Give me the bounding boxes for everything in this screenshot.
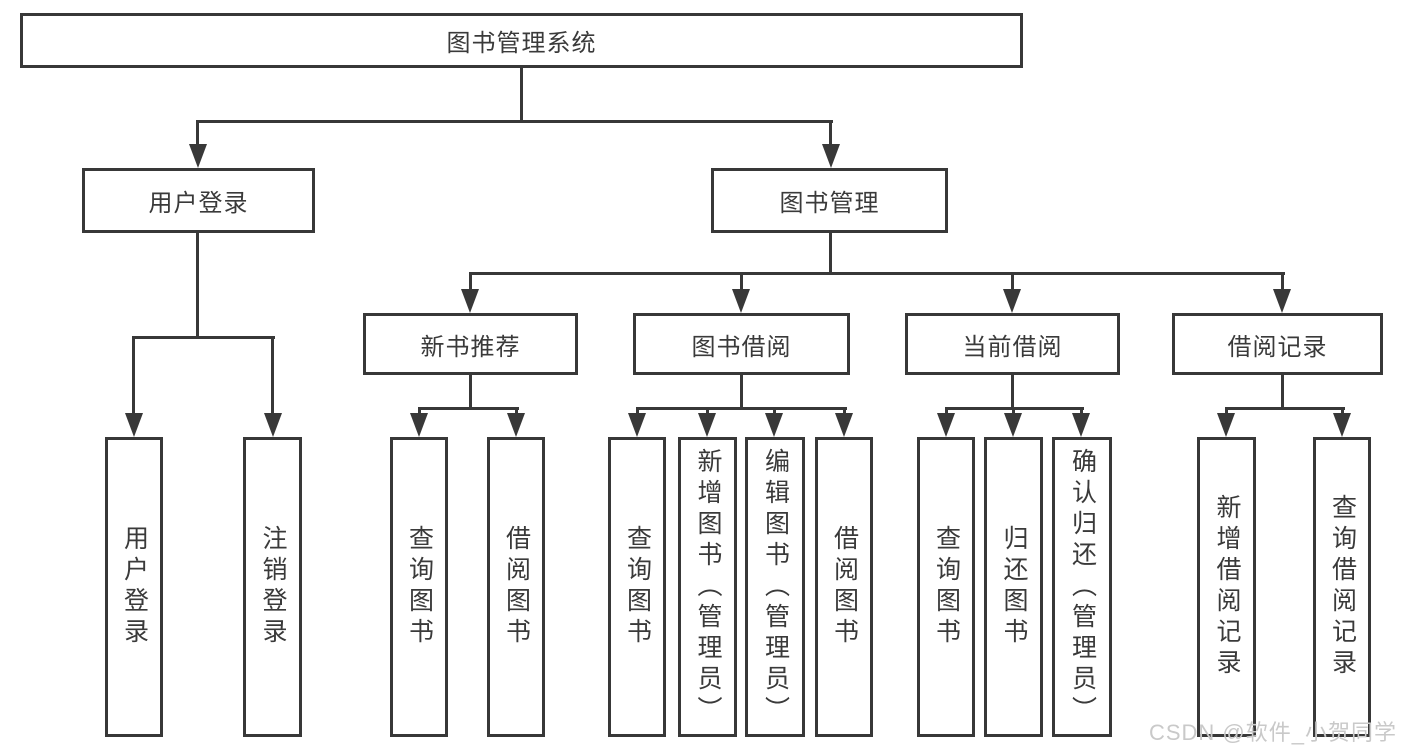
connector-line (132, 336, 135, 416)
leaf-logout: 注销登录 (243, 437, 302, 737)
node-label: 图书借阅 (691, 333, 792, 361)
connector-line (196, 120, 199, 148)
node-label: 图书管理 (779, 190, 880, 217)
node-label: 用户登录 (148, 190, 249, 217)
connector-line (1281, 272, 1284, 291)
leaf-borrow-books-recommend: 借阅图书 (487, 437, 545, 737)
node-borrowing-records: 借阅记录 (1172, 313, 1383, 375)
node-root-system: 图书管理系统 (20, 13, 1023, 68)
arrowhead-down-icon (628, 413, 646, 437)
node-book-borrowing: 图书借阅 (633, 313, 850, 375)
leaf-label: 新增借阅记录 (1213, 494, 1241, 680)
arrowhead-down-icon (1004, 413, 1022, 437)
leaf-add-books-admin: 新增图书（管理员） (678, 437, 737, 737)
leaf-user-login: 用户登录 (105, 437, 163, 737)
connector-line (1012, 407, 1015, 415)
connector-line (1080, 407, 1083, 415)
connector-line (520, 66, 523, 122)
connector-line (636, 407, 847, 410)
arrowhead-down-icon (765, 413, 783, 437)
leaf-label: 编辑图书（管理员） (761, 447, 790, 727)
connector-line (133, 336, 275, 339)
connector-line (945, 407, 948, 415)
leaf-label: 用户登录 (120, 525, 149, 649)
arrowhead-down-icon (698, 413, 716, 437)
arrowhead-down-icon (461, 289, 479, 313)
connector-line (636, 407, 639, 415)
csdn-watermark: CSDN @软件_小贺同学 (1148, 720, 1397, 745)
node-new-book-recommend: 新书推荐 (363, 313, 578, 375)
arrowhead-down-icon (1217, 413, 1235, 437)
leaf-borrow-books: 借阅图书 (815, 437, 873, 737)
connector-line (1341, 407, 1344, 415)
leaf-label: 归还图书 (1000, 525, 1028, 649)
leaf-label: 查询图书 (623, 525, 652, 649)
connector-line (469, 272, 472, 291)
connector-line (469, 375, 472, 410)
connector-line (271, 336, 274, 416)
arrowhead-down-icon (1072, 413, 1090, 437)
arrowhead-down-icon (1003, 289, 1021, 313)
node-label: 借阅记录 (1227, 333, 1328, 361)
connector-line (829, 120, 832, 148)
arrowhead-down-icon (189, 144, 207, 168)
node-label: 新书推荐 (420, 333, 521, 361)
connector-line (740, 375, 743, 410)
leaf-add-borrow-record: 新增借阅记录 (1197, 437, 1256, 737)
connector-line (1225, 407, 1228, 415)
connector-line (196, 232, 199, 339)
leaf-label: 注销登录 (259, 525, 287, 649)
connector-line (515, 407, 518, 415)
node-user-login-branch: 用户登录 (82, 168, 315, 233)
leaf-return-books: 归还图书 (984, 437, 1043, 737)
connector-line (1281, 375, 1284, 410)
connector-line (418, 407, 421, 415)
connector-line (418, 407, 519, 410)
arrowhead-down-icon (507, 413, 525, 437)
connector-line (1011, 272, 1014, 291)
connector-line (773, 407, 776, 415)
connector-line (829, 233, 832, 275)
arrowhead-down-icon (125, 413, 143, 437)
arrowhead-down-icon (410, 413, 428, 437)
arrowhead-down-icon (1273, 289, 1291, 313)
leaf-label: 借阅图书 (830, 525, 859, 649)
node-book-management-branch: 图书管理 (711, 168, 948, 233)
node-label: 当前借阅 (962, 333, 1063, 361)
leaf-label: 借阅图书 (502, 525, 531, 649)
connector-line (843, 407, 846, 415)
connector-line (706, 407, 709, 415)
connector-line (469, 272, 1285, 275)
node-root-label: 图书管理系统 (446, 30, 597, 57)
arrowhead-down-icon (937, 413, 955, 437)
arrowhead-down-icon (1333, 413, 1351, 437)
connector-line (197, 120, 833, 123)
leaf-query-books-borrowing: 查询图书 (608, 437, 666, 737)
connector-line (1011, 375, 1014, 410)
arrowhead-down-icon (822, 144, 840, 168)
leaf-label: 查询图书 (932, 525, 961, 649)
arrowhead-down-icon (835, 413, 853, 437)
leaf-label: 查询图书 (405, 525, 434, 649)
connector-line (740, 272, 743, 291)
leaf-query-books-current: 查询图书 (917, 437, 975, 737)
arrowhead-down-icon (264, 413, 282, 437)
leaf-label: 新增图书（管理员） (694, 447, 722, 727)
node-current-borrowing: 当前借阅 (905, 313, 1120, 375)
leaf-edit-books-admin: 编辑图书（管理员） (745, 437, 805, 737)
connector-line (1225, 407, 1345, 410)
leaf-query-borrow-record: 查询借阅记录 (1313, 437, 1371, 737)
leaf-confirm-return-admin: 确认归还（管理员） (1052, 437, 1112, 737)
arrowhead-down-icon (732, 289, 750, 313)
leaf-label: 查询借阅记录 (1328, 494, 1357, 680)
leaf-label: 确认归还（管理员） (1068, 447, 1097, 727)
leaf-query-books-recommend: 查询图书 (390, 437, 448, 737)
